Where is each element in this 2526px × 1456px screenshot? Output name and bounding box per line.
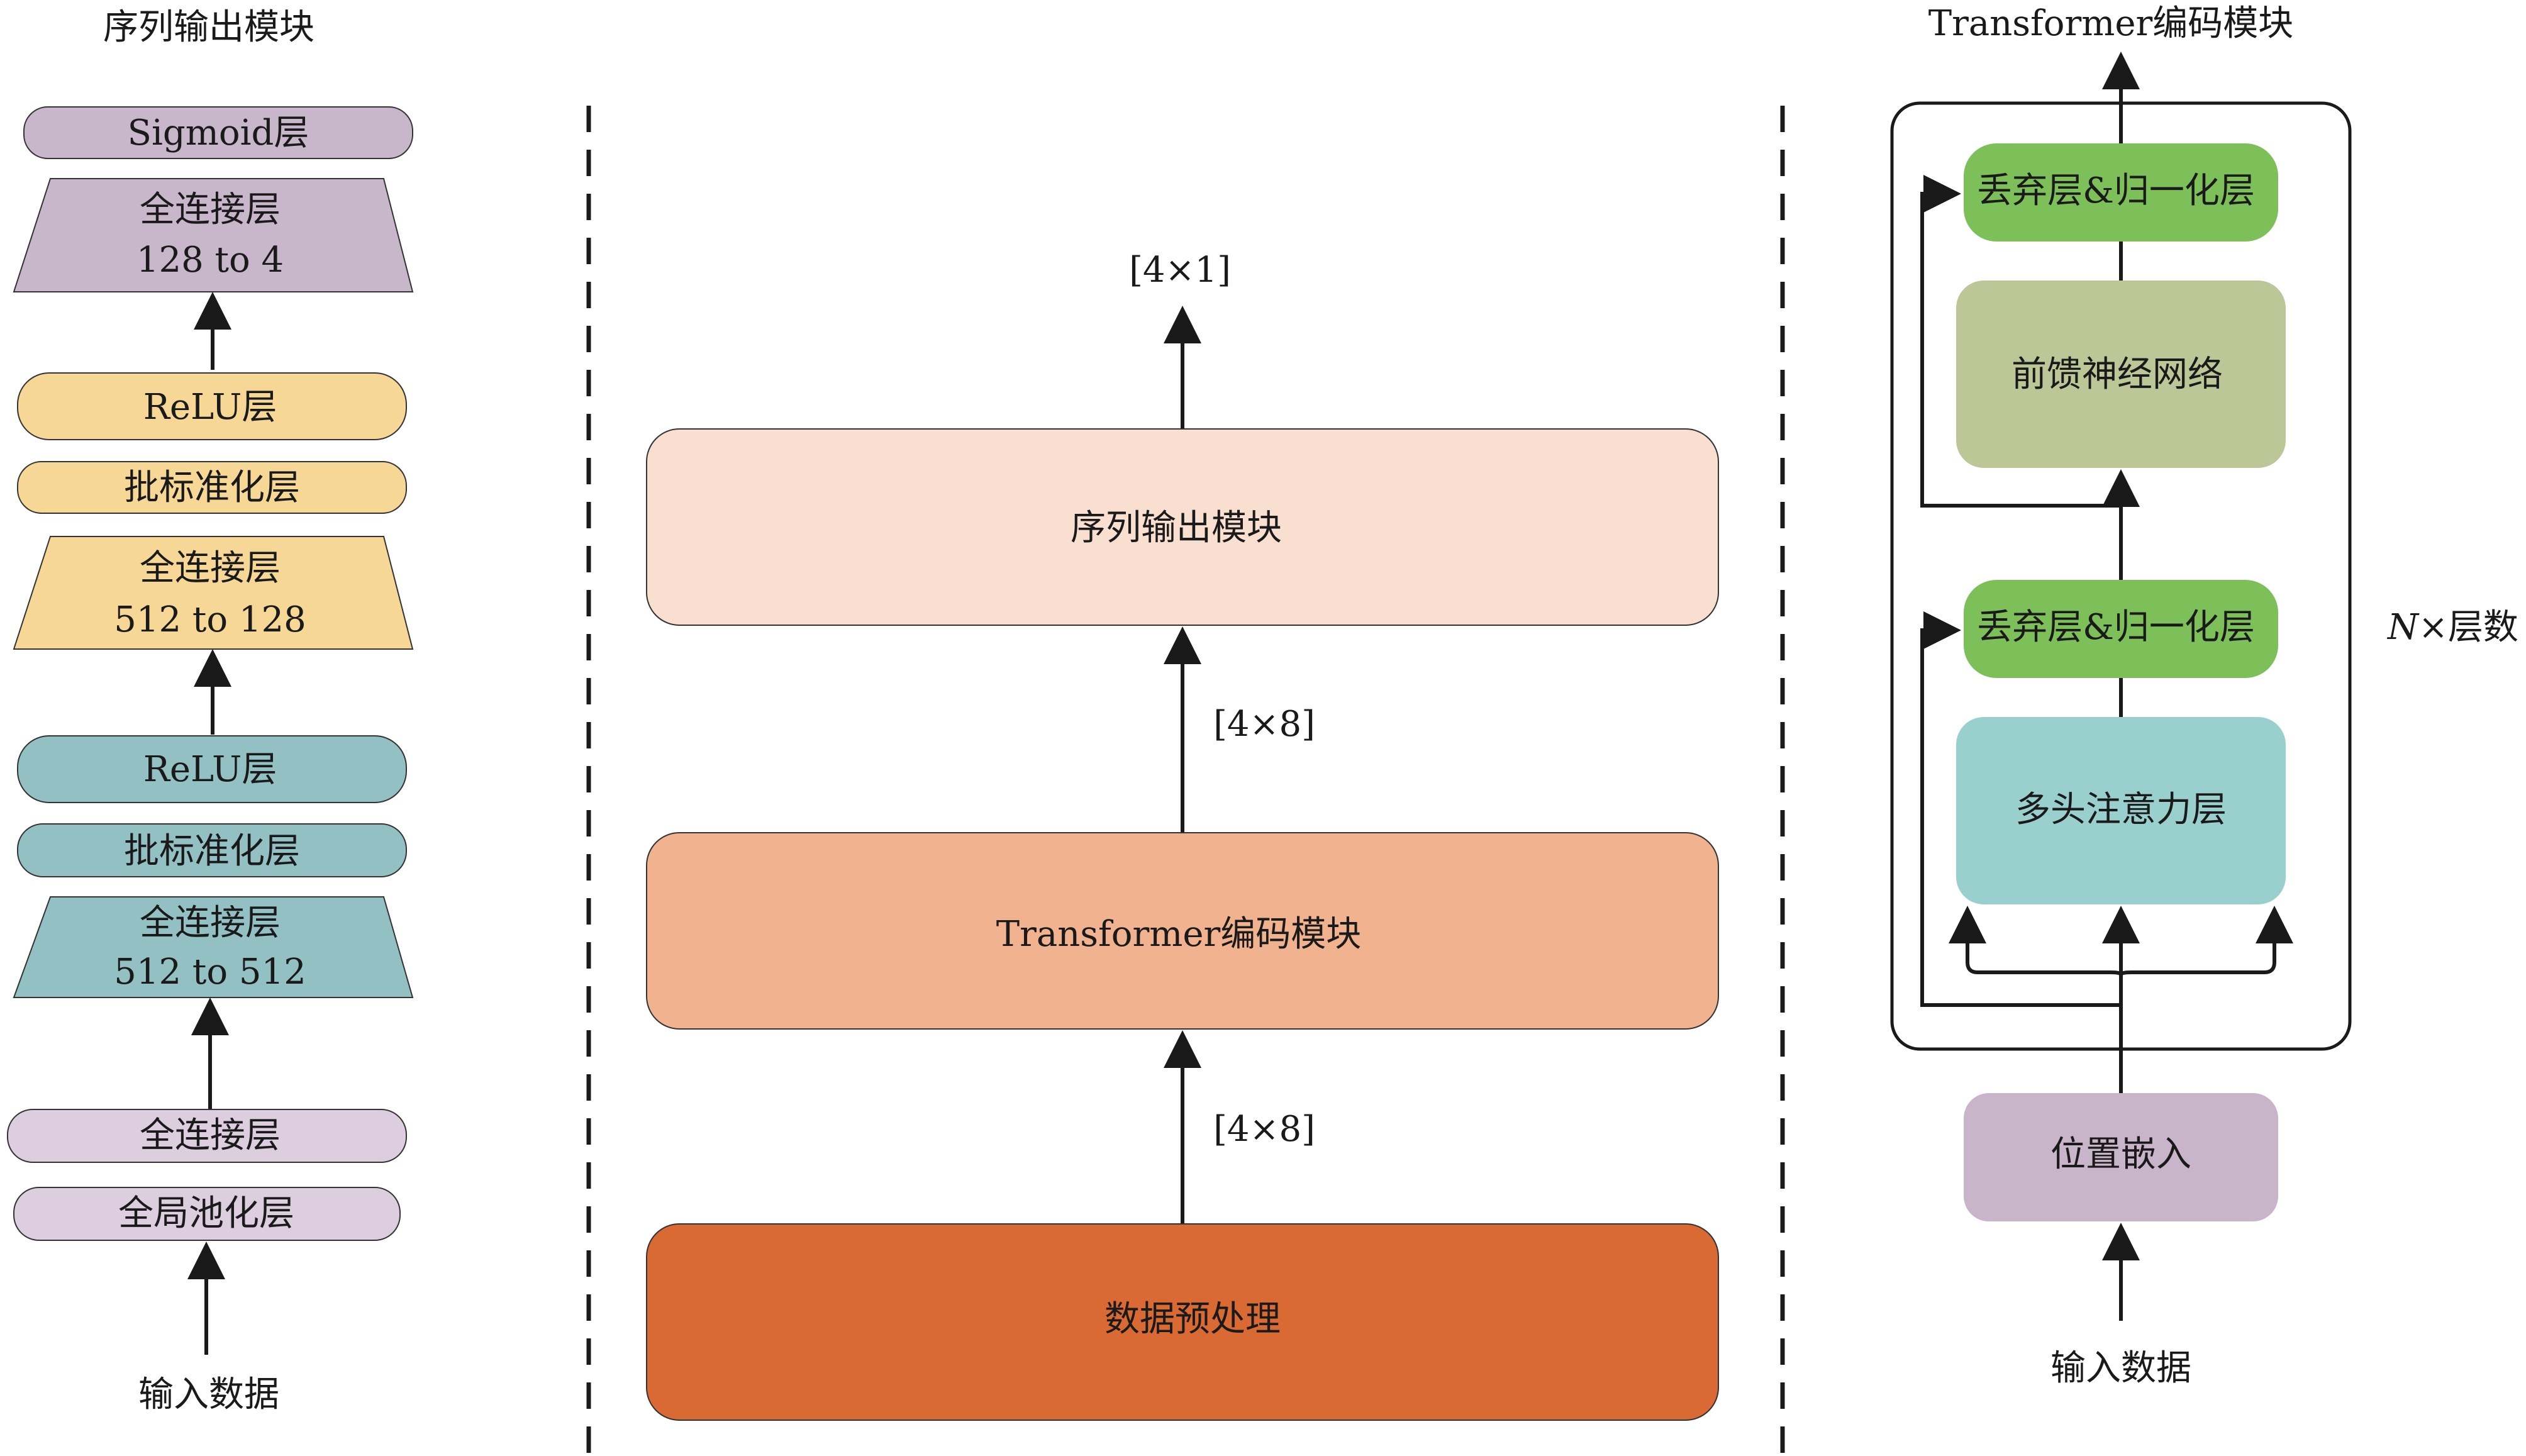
batchnorm-layer-label-2: 批标准化层 [124,467,300,508]
batchnorm-layer-box-2 [17,461,407,514]
repeat-count-suffix: ×层数 [2418,607,2518,648]
transformer-encoder-box [646,832,1719,1030]
left-panel: 序列输出模块 Sigmoid层 全连接层 128 to 4 ReLU层 批标准化… [7,7,414,1415]
positional-embedding-label: 位置嵌入 [2050,1134,2191,1175]
repeat-count-symbol: N [2386,607,2420,648]
preprocess-label: 数据预处理 [1104,1299,1281,1340]
shape-lower-label: [4×8] [1213,1109,1315,1150]
dropout-norm-box-top [1964,143,2278,242]
fc-128-to-4-line1: 全连接层 [140,189,281,230]
fc-512-to-512-box [13,896,414,998]
left-input-label: 输入数据 [138,1374,279,1415]
fc-512-to-128-box [13,536,414,650]
attn-input-right [2119,906,2293,976]
fc-512-to-128-line2: 512 to 128 [114,599,306,640]
fc-512-to-512-line1: 全连接层 [140,903,281,943]
fc-128-to-4-line2: 128 to 4 [136,240,284,281]
dropout-norm-label-top: 丢弃层&归一化层 [1977,170,2255,211]
sequence-output-box [646,428,1719,626]
global-pool-label: 全局池化层 [118,1193,294,1234]
relu-layer-box-2 [17,372,407,440]
residual-connection-bottom [1920,611,2121,1007]
middle-panel: [4×1] 序列输出模块 [4×8] Transformer编码模块 [4×8]… [646,250,1719,1421]
ffn-label: 前馈神经网络 [2011,354,2223,395]
fc-128-to-4-box [13,178,414,292]
fc-512-to-128-line1: 全连接层 [140,548,281,589]
output-shape-label: [4×1] [1129,250,1231,291]
positional-embedding-box [1964,1093,2278,1221]
fc-layer-box [7,1109,407,1163]
sequence-output-label: 序列输出模块 [1071,508,1282,548]
relu-layer-label-2: ReLU层 [143,387,277,428]
batchnorm-layer-box-1 [17,823,407,877]
left-panel-title: 序列输出模块 [103,7,314,48]
preprocess-box [646,1223,1719,1421]
multihead-attention-box [1956,717,2286,904]
repeat-count-label: N×层数 [2386,607,2518,648]
relu-layer-box-1 [17,735,407,803]
dropout-norm-box-bottom [1964,580,2278,678]
residual-connection-top [1920,175,2121,508]
transformer-encoder-label: Transformer编码模块 [996,914,1362,955]
right-panel-title: Transformer编码模块 [1928,3,2294,44]
global-pool-box [13,1187,401,1241]
ffn-box [1956,281,2286,468]
sigmoid-layer-box [23,106,413,159]
fc-512-to-512-line2: 512 to 512 [114,952,306,992]
dropout-norm-label-bottom: 丢弃层&归一化层 [1977,607,2255,648]
fc-layer-label: 全连接层 [140,1115,281,1156]
relu-layer-label-1: ReLU层 [143,749,277,790]
multihead-attention-label: 多头注意力层 [2015,789,2227,830]
right-panel: Transformer编码模块 丢弃层&归一化层 前馈神经网络 丢弃层&归一化层… [1890,3,2518,1389]
shape-upper-label: [4×8] [1213,704,1315,745]
sigmoid-layer-label: Sigmoid层 [128,113,309,153]
batchnorm-layer-label-1: 批标准化层 [124,831,300,872]
attn-input-left [1949,906,2123,976]
right-input-label: 输入数据 [2050,1348,2191,1389]
